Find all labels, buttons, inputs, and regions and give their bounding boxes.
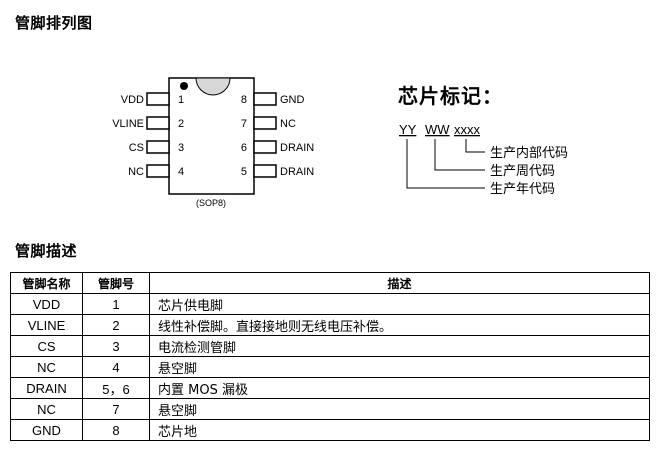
- cell-pin-name: DRAIN: [10, 377, 83, 399]
- pin-name-3: CS: [129, 142, 144, 154]
- legend-internal-code: 生产内部代码: [490, 145, 568, 160]
- mark-yy: YY: [399, 122, 417, 137]
- cell-pin-number: 1: [82, 293, 150, 315]
- cell-pin-number: 2: [82, 314, 150, 336]
- chip-body: [168, 77, 255, 195]
- pin-lead-3: [146, 140, 170, 154]
- cell-description: 悬空脚: [149, 398, 650, 420]
- pin-lead-4: [146, 164, 170, 178]
- pin-number-7: 7: [241, 118, 247, 130]
- marking-title: 芯片标记：: [398, 84, 503, 108]
- legend-year-code: 生产年代码: [490, 181, 555, 196]
- pin-lead-6: [253, 140, 277, 154]
- pin-number-2: 2: [178, 118, 184, 130]
- cell-description: 内置 MOS 漏极: [149, 377, 650, 399]
- cell-description: 芯片供电脚: [149, 293, 650, 315]
- header-pin-number: 管脚号: [82, 272, 150, 294]
- cell-pin-name: GND: [10, 419, 83, 441]
- mark-ww: WW: [425, 122, 450, 137]
- header-description: 描述: [149, 272, 650, 294]
- pin-name-5: DRAIN: [280, 166, 314, 178]
- header-pin-name: 管脚名称: [10, 272, 83, 294]
- table-header-row: 管脚名称 管脚号 描述: [10, 272, 650, 294]
- pin-lead-1: [146, 92, 170, 106]
- pin-lead-7: [253, 116, 277, 130]
- cell-description: 电流检测管脚: [149, 335, 650, 357]
- pin-arrangement-heading: 管脚排列图: [15, 14, 93, 32]
- pin-lead-5: [253, 164, 277, 178]
- cell-description: 悬空脚: [149, 356, 650, 378]
- pin-name-1: VDD: [121, 94, 144, 106]
- cell-pin-name: VLINE: [10, 314, 83, 336]
- legend-week-code: 生产周代码: [490, 163, 555, 178]
- cell-pin-number: 3: [82, 335, 150, 357]
- pin-number-8: 8: [241, 94, 247, 106]
- cell-pin-number: 8: [82, 419, 150, 441]
- pin-number-3: 3: [178, 142, 184, 154]
- cell-description: 线性补偿脚。直接接地则无线电压补偿。: [149, 314, 650, 336]
- pin-number-1: 1: [178, 94, 184, 106]
- pin-lead-8: [253, 92, 277, 106]
- cell-pin-number: 4: [82, 356, 150, 378]
- cell-pin-number: 5，6: [82, 377, 150, 399]
- cell-pin-name: NC: [10, 398, 83, 420]
- cell-pin-name: VDD: [10, 293, 83, 315]
- cell-pin-name: CS: [10, 335, 83, 357]
- pin-number-6: 6: [241, 142, 247, 154]
- pin-number-4: 4: [178, 166, 184, 178]
- pin-name-8: GND: [280, 94, 305, 106]
- mark-xxxx: xxxx: [454, 122, 481, 137]
- pin1-dot: [180, 82, 188, 90]
- package-label: (SOP8): [196, 198, 226, 208]
- cell-pin-number: 7: [82, 398, 150, 420]
- pin-name-4: NC: [128, 166, 144, 178]
- pin-name-2: VLINE: [112, 118, 144, 130]
- pin-name-6: DRAIN: [280, 142, 314, 154]
- pin-lead-2: [146, 116, 170, 130]
- cell-description: 芯片地: [149, 419, 650, 441]
- pin-number-5: 5: [241, 166, 247, 178]
- cell-pin-name: NC: [10, 356, 83, 378]
- marking-leader-lines: [406, 139, 485, 189]
- pin-description-heading: 管脚描述: [15, 242, 78, 260]
- pin-name-7: NC: [280, 118, 296, 130]
- chip-notch: [195, 77, 231, 96]
